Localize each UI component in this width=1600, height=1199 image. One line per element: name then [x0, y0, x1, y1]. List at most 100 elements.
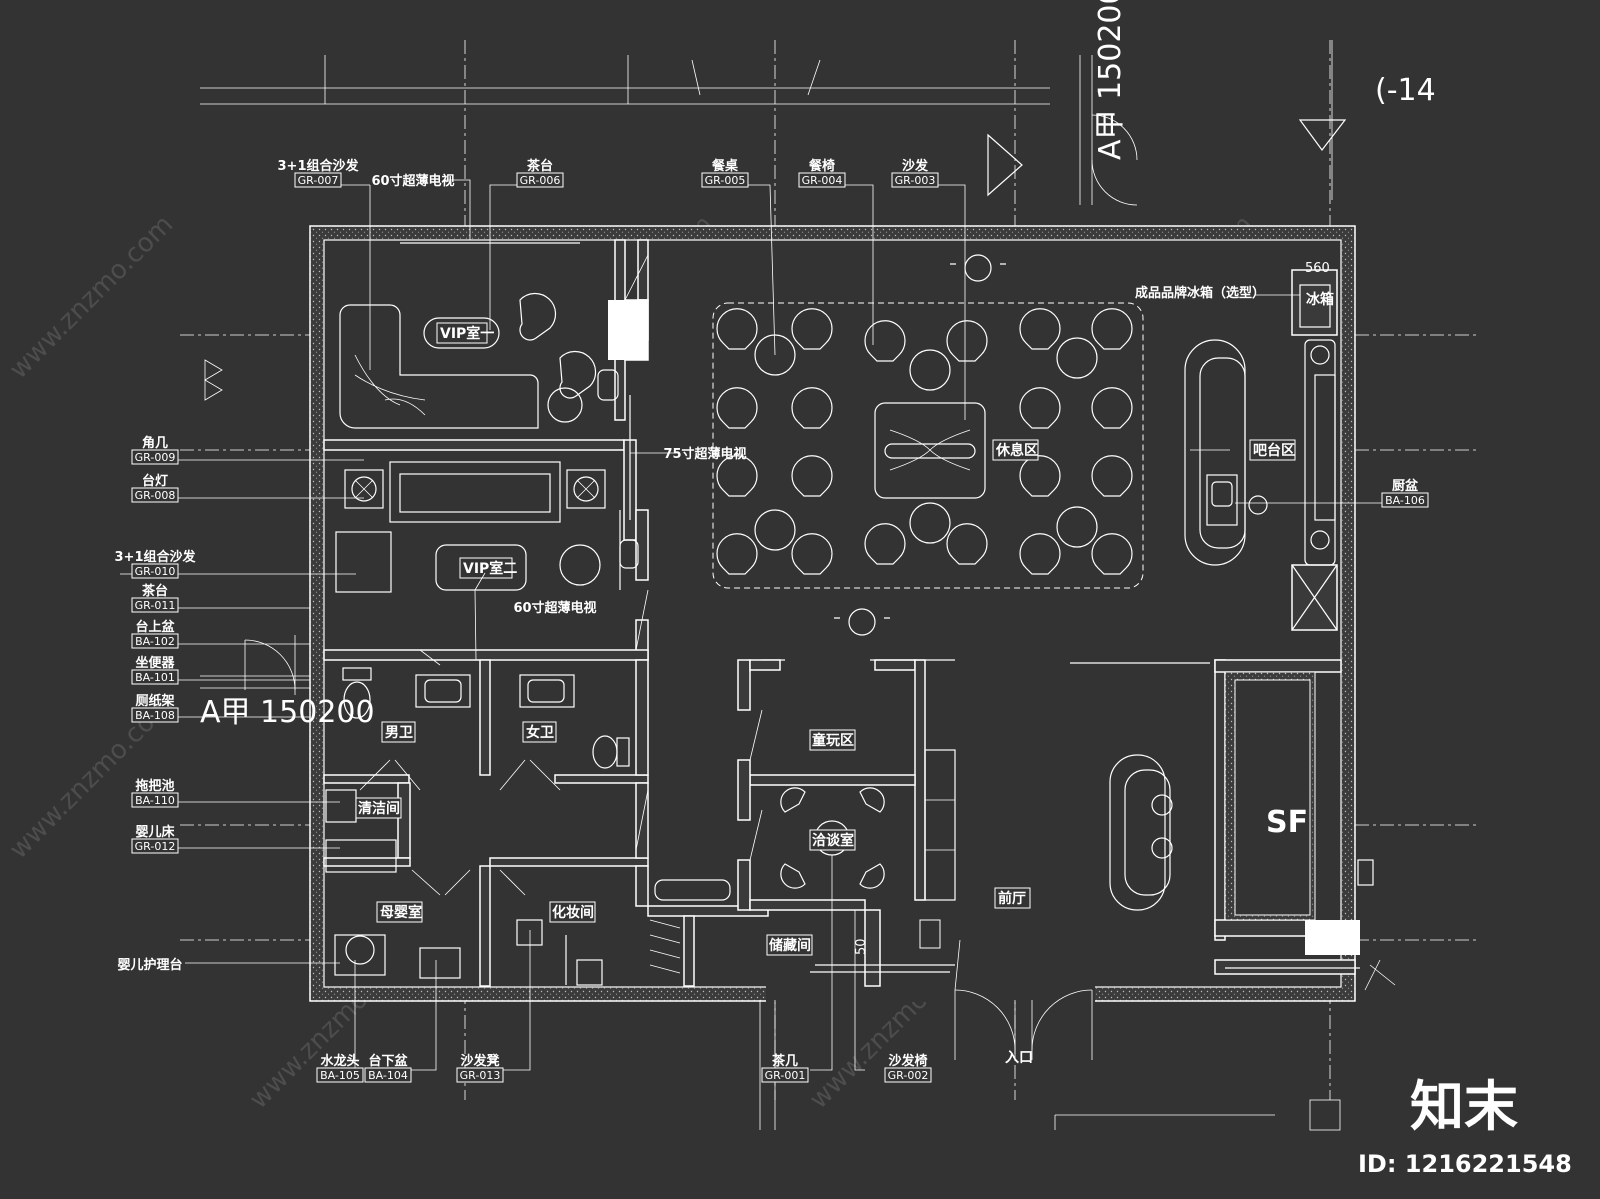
annotation-code: GR-011 — [135, 599, 176, 612]
front-area-furniture — [780, 659, 1374, 991]
annotation-code-box — [364, 1067, 412, 1083]
dining-chair — [1019, 308, 1061, 350]
annotation-label-text: 台上盆 — [135, 619, 175, 635]
vip1-furniture — [339, 242, 631, 520]
annotation-code-box — [516, 172, 564, 188]
room-vip2: VIP室二 — [463, 560, 517, 577]
annotation-code: BA-110 — [135, 794, 175, 807]
annotation-label-text: 沙发凳 — [460, 1053, 500, 1069]
vip2-furniture — [335, 461, 639, 593]
annotation-label-text: 厨盆 — [1392, 478, 1419, 494]
interior-walls — [323, 239, 1360, 987]
annotation-code: GR-009 — [135, 451, 176, 464]
room-fridge: 冰箱 — [1306, 291, 1334, 308]
room-rest: 休息区 — [995, 442, 1038, 459]
annotation-code: GR-002 — [888, 1069, 929, 1082]
dining-chair — [1091, 533, 1133, 575]
annotation-code-box — [891, 172, 939, 188]
dining-area — [712, 254, 1144, 636]
annotation-label: 成品品牌冰箱（选型） — [1135, 285, 1265, 301]
room-storage: 储藏间 — [768, 937, 811, 954]
watermark-text: www.znzmo.com — [4, 210, 179, 385]
annotation-code-box — [1381, 492, 1429, 508]
annotation-code-box — [131, 792, 179, 808]
annotation-code: BA-106 — [1385, 494, 1425, 507]
top-references: A甲 150200 (-14 — [200, 0, 1436, 401]
annotation-label: 60寸超薄电视 — [513, 600, 596, 616]
annotation-code: BA-104 — [368, 1069, 408, 1082]
annotation-code-box — [131, 669, 179, 685]
annotation-code-box — [701, 172, 749, 188]
room-entry: 入口 — [1005, 1050, 1033, 1066]
dining-chair — [791, 533, 833, 575]
annotation-label-text: 厕纸架 — [135, 693, 174, 709]
dining-chair — [791, 387, 833, 429]
annotation-label-text: 沙发 — [902, 158, 929, 174]
annotation-code-box — [131, 597, 179, 613]
annotation-code: GR-012 — [135, 840, 176, 853]
annotation-label: 75寸超薄电视 — [663, 446, 746, 462]
room-kids: 童玩区 — [812, 732, 854, 749]
annotation-code: GR-008 — [135, 489, 176, 502]
dimension-560: 560 — [1305, 261, 1330, 276]
dining-chair — [791, 455, 833, 497]
annotation-code: GR-006 — [520, 174, 561, 187]
annotation-code-box — [884, 1067, 932, 1083]
restroom-fixtures — [325, 667, 731, 986]
annotation-label-text: 婴儿床 — [135, 824, 175, 840]
annotation-label-text: 茶台 — [142, 583, 168, 599]
dining-chair — [716, 387, 758, 429]
room-men: 男卫 — [385, 725, 413, 741]
annotation-code-box — [131, 707, 179, 723]
room-bar: 吧台区 — [1253, 442, 1295, 459]
annotation-code-box — [131, 838, 179, 854]
bar-area — [1184, 284, 1336, 566]
annotation-label-text: 台下盆 — [368, 1053, 408, 1069]
dining-chair — [946, 320, 988, 362]
annotation-code-box — [131, 487, 179, 503]
annotation-label-text: 茶几 — [772, 1053, 798, 1069]
annotation-label-text: 沙发椅 — [888, 1053, 927, 1069]
room-clean: 清洁间 — [358, 800, 400, 817]
annotation-label-text: 餐椅 — [808, 158, 835, 174]
annotation-label-text: 拖把池 — [135, 778, 174, 794]
annotation-label-text: 茶台 — [527, 158, 553, 174]
dimension-50: 50 — [854, 938, 869, 955]
room-tags: VIP室一 VIP室二 休息区 吧台区 冰箱 男卫 女卫 清洁间 母婴室 化妆间… — [355, 291, 1334, 1066]
elevation-tag-top: A甲 150200 — [1093, 0, 1128, 160]
annotation-code: GR-004 — [802, 174, 843, 187]
annotation-label-text: 60寸超薄电视 — [371, 173, 454, 189]
annotation-code-box — [294, 172, 342, 188]
annotation-label-text: 水龙头 — [320, 1053, 359, 1069]
annotation-label-text: 3+1组合沙发 — [278, 158, 360, 174]
annotation-code: BA-101 — [135, 671, 175, 684]
dining-chair — [791, 308, 833, 350]
annotation-code-box — [798, 172, 846, 188]
annotation-code-box — [131, 563, 179, 579]
dining-chair-group — [716, 308, 1133, 575]
grid-tag: (-14 — [1375, 73, 1436, 108]
room-mother: 母婴室 — [380, 904, 422, 921]
annotation-code: GR-003 — [895, 174, 936, 187]
annotation-code-box — [761, 1067, 809, 1083]
